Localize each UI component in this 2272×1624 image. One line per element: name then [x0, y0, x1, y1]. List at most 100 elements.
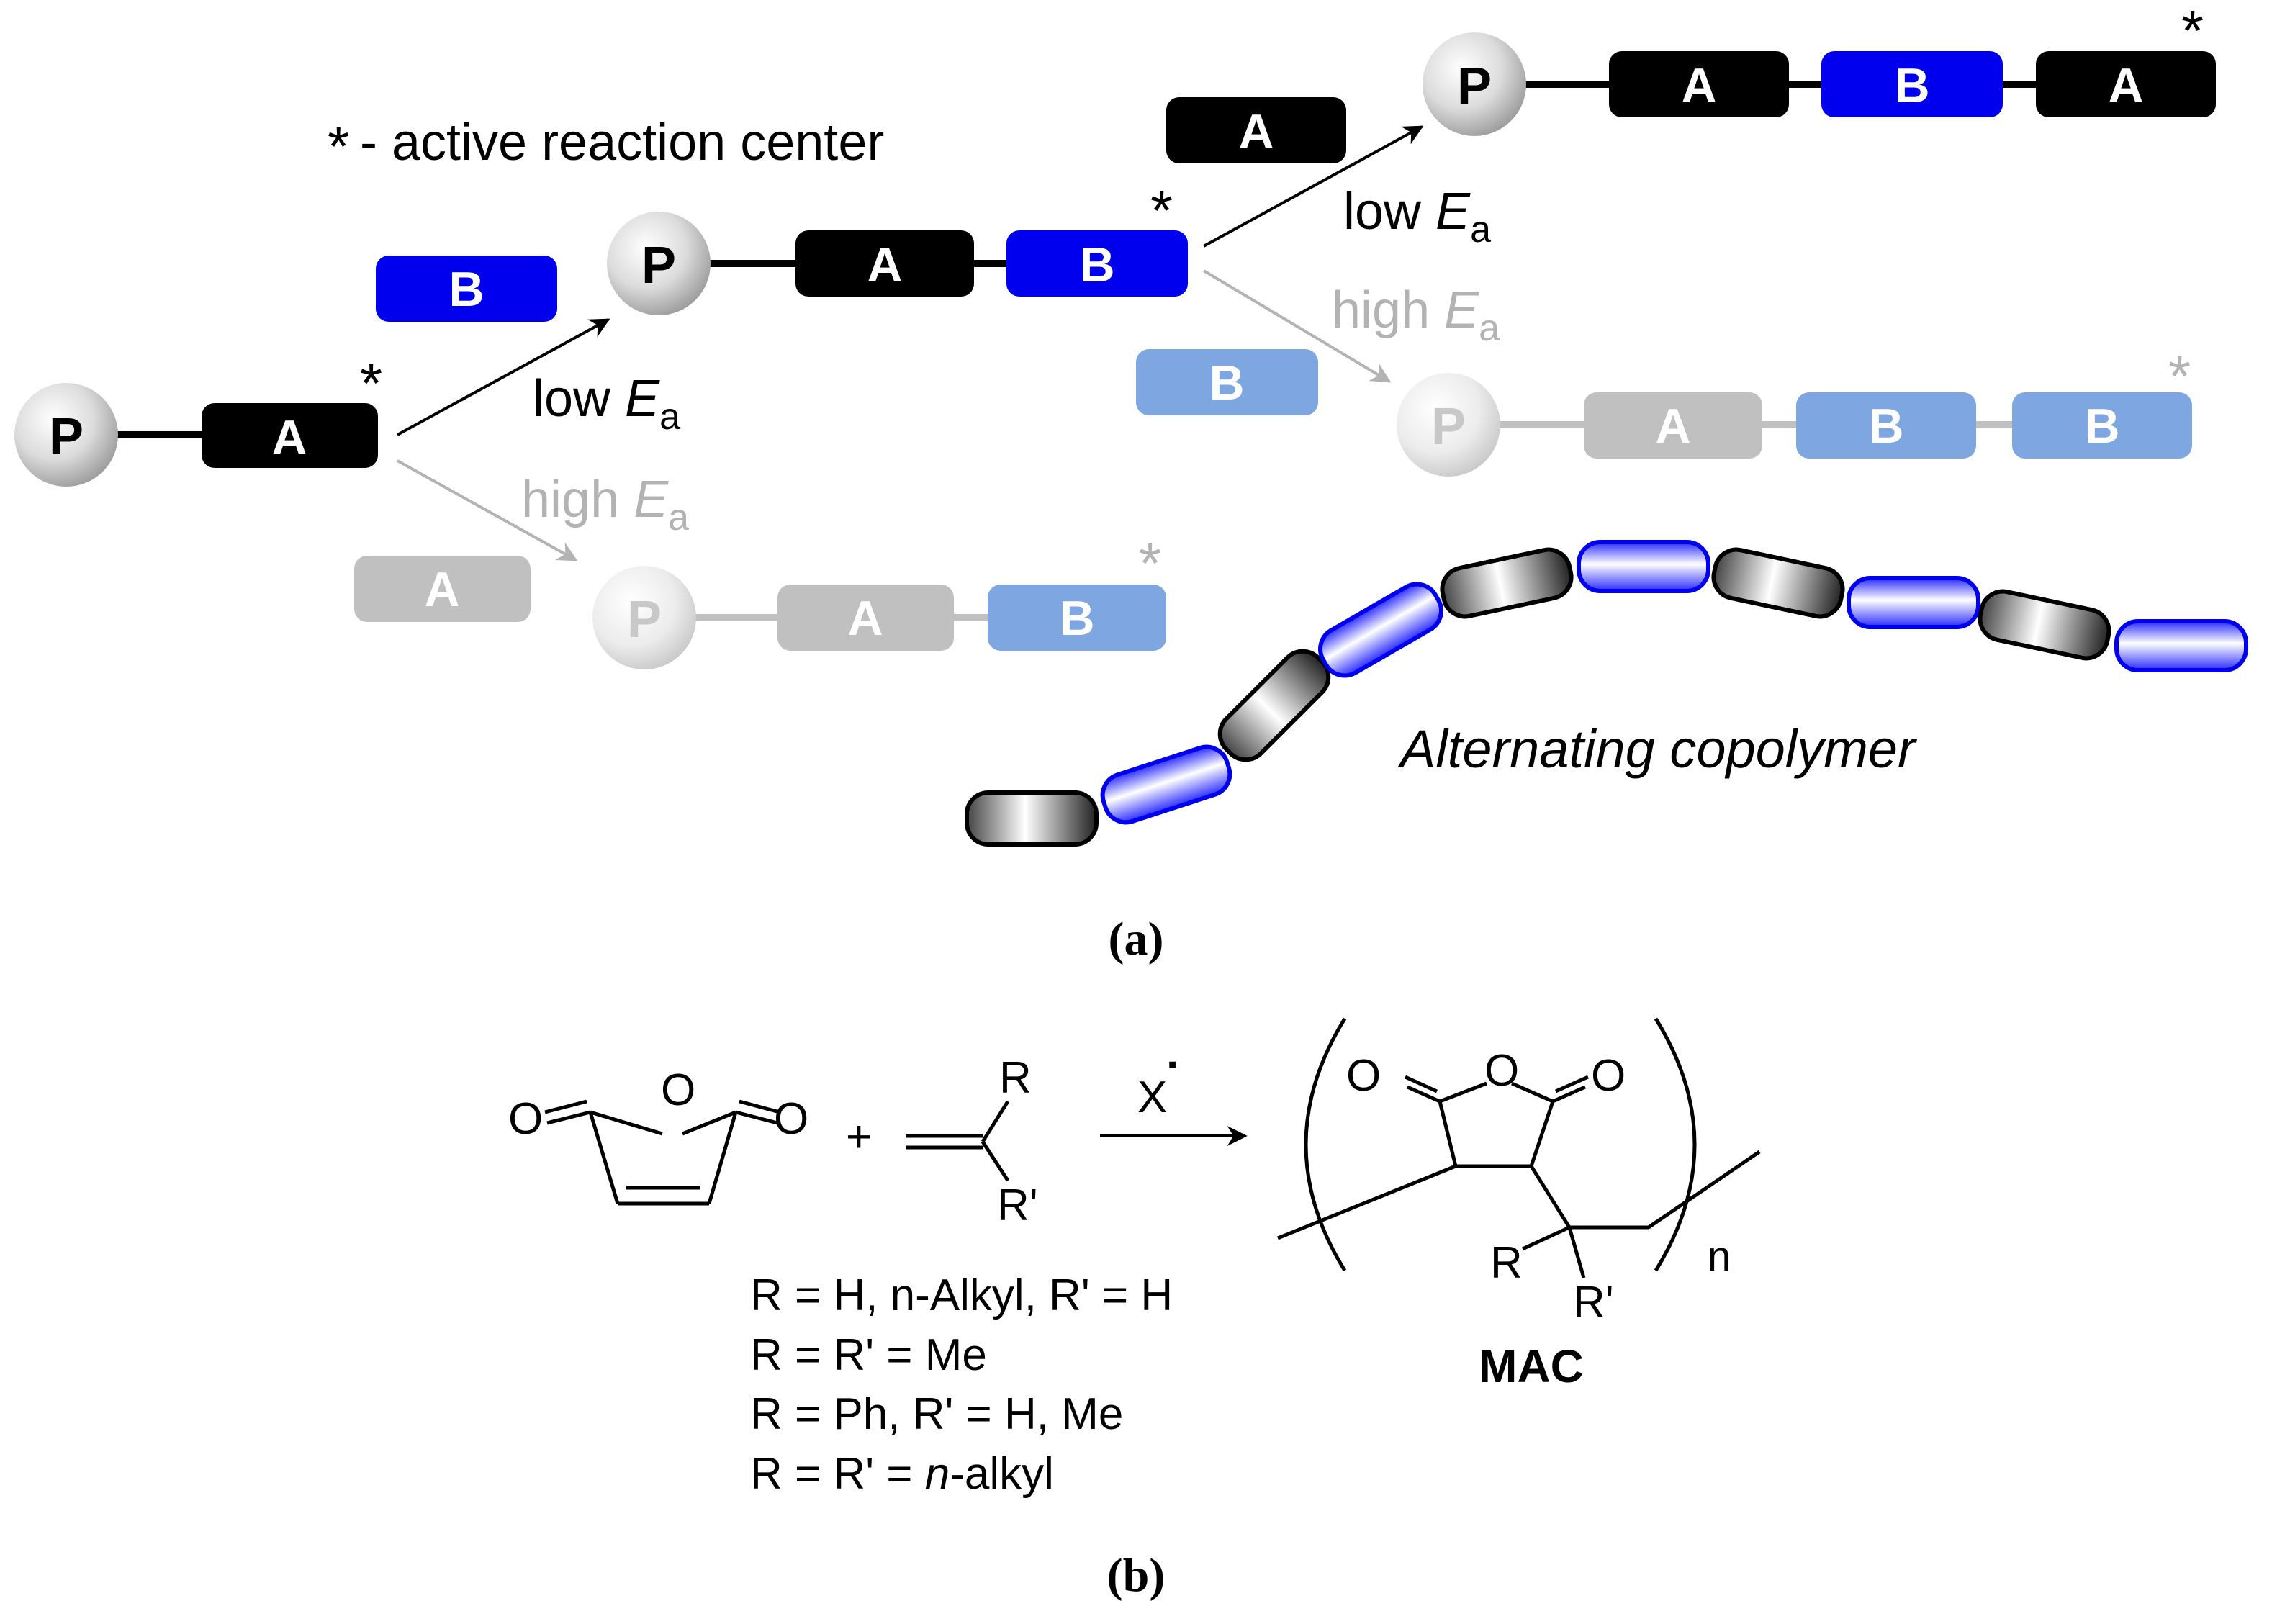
svg-text:low Ea: low Ea: [1343, 183, 1491, 251]
ball-label: P: [641, 237, 676, 294]
product-carbonyl-oxygen: O: [1346, 1051, 1381, 1101]
cylinder-blue: [1577, 540, 1710, 593]
block-a-label: A: [1655, 399, 1690, 454]
ring-oxygen: O: [661, 1065, 695, 1115]
polymer-ball: [1423, 32, 1526, 136]
monomer-b-light-label: B: [1209, 356, 1244, 410]
plus-sign: +: [846, 1112, 872, 1162]
product-ring-oxygen: O: [1484, 1046, 1519, 1096]
substituent-r-prime: R': [997, 1181, 1038, 1230]
block-a-label: A: [271, 410, 307, 465]
block-a-label: A: [1681, 58, 1716, 113]
active-center-star: *: [2168, 344, 2191, 408]
block-a: [777, 585, 954, 651]
arrow-low-ea-1: [397, 318, 610, 436]
chain-p-a-b-gray: P A B *: [592, 531, 1166, 669]
block-b-label: B: [1059, 591, 1094, 646]
product-substituent-r-prime: R': [1573, 1278, 1614, 1327]
label-low-ea-2: low Ea: [1343, 183, 1491, 251]
monomer-b-light: B: [1136, 349, 1318, 415]
carbonyl-oxygen: O: [508, 1094, 543, 1144]
chain-p-a-b-b: P A B B *: [1397, 344, 2192, 477]
block-b-label: B: [2084, 399, 2119, 454]
ball-label: P: [49, 408, 84, 466]
cylinder-gray: [1978, 589, 2111, 661]
arrow-high-ea-2: [1202, 269, 1392, 383]
active-center-star: *: [1150, 179, 1173, 243]
substituent-r: R: [999, 1053, 1032, 1103]
condition-4: R = R' = n-alkyl: [750, 1449, 1054, 1499]
alternating-copolymer-chain: [965, 540, 2248, 847]
product-name: MAC: [1479, 1340, 1584, 1392]
active-center-star: *: [1139, 531, 1161, 595]
product-carbonyl-oxygen: O: [1591, 1051, 1626, 1101]
block-b-label: B: [1079, 238, 1114, 292]
block-a: [202, 403, 378, 468]
carbonyl-oxygen: O: [774, 1094, 808, 1144]
monomer-a-gray-label: A: [424, 562, 459, 617]
repeat-unit-n: n: [1708, 1233, 1731, 1280]
svg-text:high Ea: high Ea: [1332, 281, 1500, 349]
label-high-ea-2: high Ea: [1332, 281, 1500, 349]
polymer-ball: [1397, 373, 1500, 477]
ball-label: P: [1431, 398, 1466, 456]
alternating-copolymer-caption: Alternating copolymer: [1397, 719, 1918, 779]
polymer-ball: [592, 566, 696, 669]
condition-2: R = R' = Me: [750, 1330, 987, 1380]
cylinder-blue: [1100, 744, 1232, 825]
ball-label: P: [1457, 58, 1492, 115]
monomer-b: B: [376, 256, 557, 322]
product-substituent-r: R: [1490, 1238, 1523, 1288]
cylinder-blue: [1847, 576, 1980, 629]
block-a-label: A: [867, 238, 902, 292]
cylinder-blue: [1318, 582, 1443, 678]
panel-b-label: (b): [1107, 1549, 1166, 1602]
panel-a-label: (a): [1109, 913, 1164, 965]
initiator-x: X: [1137, 1073, 1167, 1122]
label-low-ea-1: low Ea: [533, 370, 680, 438]
cylinder-gray: [1711, 547, 1845, 619]
svg-text:low Ea: low Ea: [533, 370, 680, 438]
alkene-structure: [906, 1100, 1010, 1182]
legend: * - active reaction center: [328, 114, 884, 178]
block-b-label: B: [1868, 399, 1903, 454]
block-b: [1821, 51, 2003, 117]
monomer-a: A: [1166, 97, 1346, 163]
block-a: [1609, 51, 1789, 117]
monomer-a-label: A: [1238, 104, 1274, 159]
block-b-label: B: [1894, 58, 1929, 113]
block-a: [2036, 51, 2216, 117]
cylinder-blue: [2114, 619, 2248, 672]
block-a-label: A: [2108, 58, 2143, 113]
block-a-label: A: [847, 591, 883, 646]
arrow-low-ea-2: [1203, 125, 1424, 248]
cylinder-gray: [965, 790, 1099, 847]
mac-product-structure: [1277, 1017, 1761, 1278]
conditions-list: R = H, n-Alkyl, R' = H R = R' = Me R = P…: [750, 1271, 1173, 1499]
start-chain: P A *: [14, 351, 382, 487]
cylinder-gray: [1217, 649, 1331, 762]
label-high-ea-1: high Ea: [521, 471, 689, 538]
condition-1: R = H, n-Alkyl, R' = H: [750, 1271, 1173, 1320]
ball-label: P: [627, 591, 662, 649]
block-b: [1796, 392, 1976, 459]
chain-p-a-b: P A B *: [607, 179, 1188, 315]
block-b: [2012, 392, 2192, 459]
block-b: [988, 585, 1166, 651]
svg-text:high Ea: high Ea: [521, 471, 689, 538]
block-a: [795, 230, 974, 297]
block-b: [1006, 230, 1188, 297]
monomer-b-label: B: [448, 262, 484, 317]
condition-3: R = Ph, R' = H, Me: [750, 1389, 1123, 1439]
block-a: [1584, 392, 1762, 459]
maleic-anhydride-structure: [544, 1099, 780, 1206]
active-center-star: *: [360, 351, 382, 415]
arrow-high-ea-1: [397, 459, 578, 561]
radical-dot: ·: [1166, 1040, 1181, 1090]
active-center-star: *: [2181, 0, 2204, 63]
cylinder-gray: [1440, 547, 1574, 619]
legend-star: *: [328, 114, 349, 178]
polymer-ball: [607, 212, 711, 315]
polymer-ball: [14, 383, 118, 487]
